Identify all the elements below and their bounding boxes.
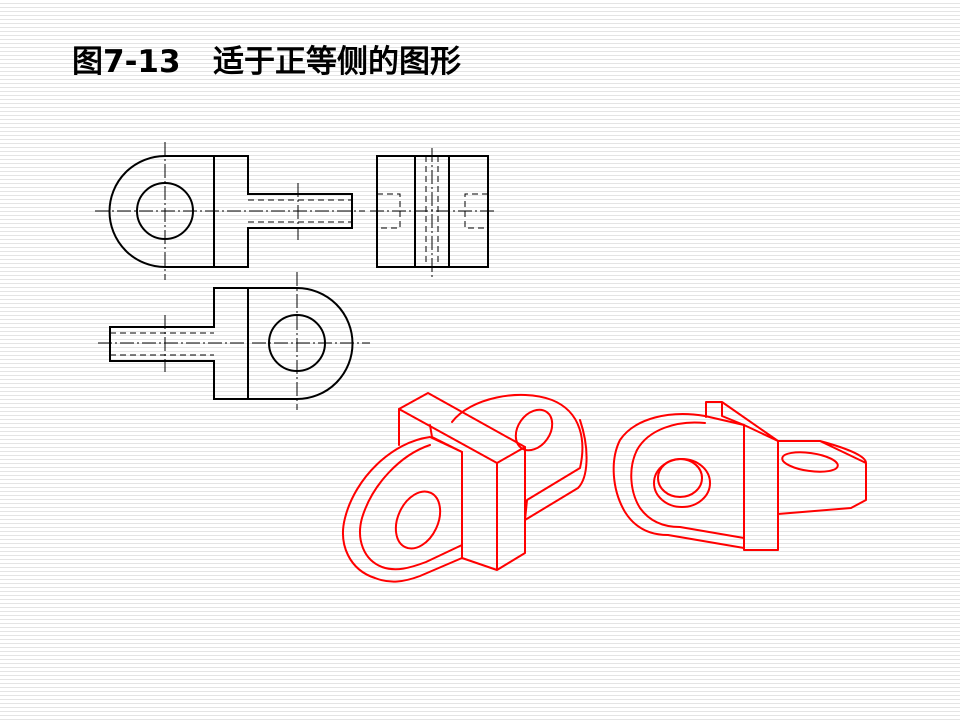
orthographic-views (95, 142, 495, 410)
isometric-view-1 (342, 392, 588, 583)
iso2-lug-outer (612, 413, 745, 549)
front-view-center-lines (95, 142, 365, 280)
iso1-back-lug-hole (514, 408, 554, 452)
top-view-hidden-bore (110, 332, 214, 356)
iso2-arm (777, 440, 867, 515)
iso2-lug-hole-inner (657, 458, 703, 498)
front-view-hidden-bore (248, 199, 352, 223)
side-view (370, 148, 495, 280)
iso1-front-lug-outer (342, 436, 463, 583)
iso1-back-lug (451, 393, 588, 521)
front-view (95, 142, 365, 280)
iso2-boss (705, 401, 779, 551)
slide-title: 图7-13 适于正等侧的图形 (72, 44, 461, 80)
isometric-views (342, 392, 867, 583)
top-view (98, 272, 370, 410)
isometric-view-2 (612, 401, 867, 551)
front-view-outline (108, 155, 353, 268)
iso1-front-lug-inner (359, 444, 463, 571)
top-view-center-lines (98, 272, 370, 410)
iso1-front-lug-hole (394, 490, 442, 550)
iso1-arm-face (398, 408, 526, 571)
iso2-lug-inner (630, 421, 745, 539)
top-view-outline (109, 287, 354, 400)
side-view-center-lines (370, 148, 495, 280)
iso2-arm-bore (781, 451, 839, 473)
